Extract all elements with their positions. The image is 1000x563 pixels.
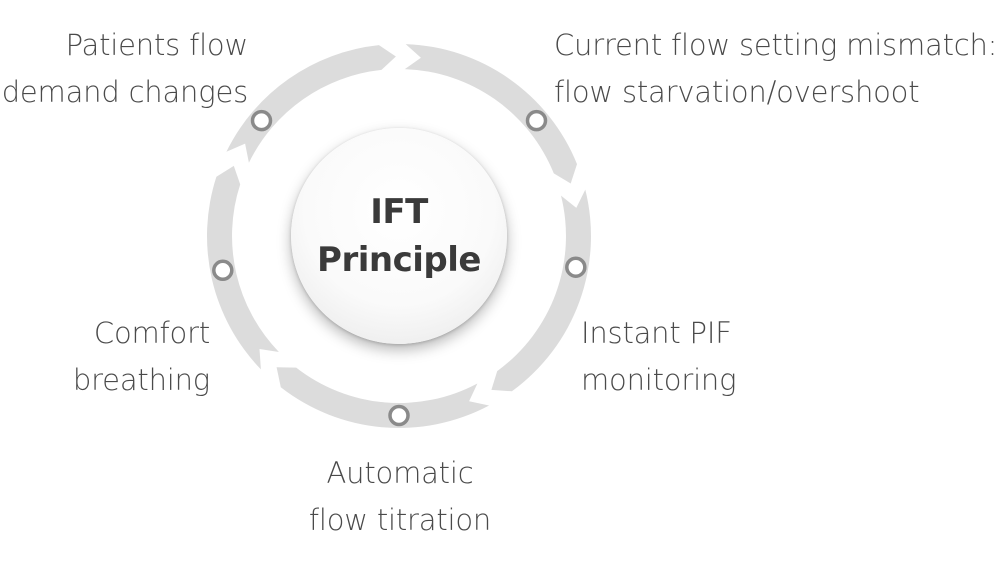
node-flow-mismatch	[525, 109, 548, 132]
step-label-line: flow starvation/overshoot	[554, 75, 920, 109]
node-demand-changes	[250, 109, 273, 132]
step-label-line: breathing	[72, 363, 210, 397]
step-label-line: Patients flow	[65, 28, 249, 62]
node-pif-monitoring	[565, 256, 587, 278]
step-label-flow-mismatch: Current flow setting mismatch: flow star…	[554, 22, 997, 116]
step-label-pif-monitoring: Instant PIF monitoring	[581, 310, 737, 404]
step-label-line: Automatic	[326, 456, 474, 490]
arrow-segment-4	[207, 165, 279, 370]
center-circle: IFT Principle	[291, 128, 507, 344]
step-label-comfort-breathing: Comfort breathing	[30, 310, 210, 404]
step-label-demand-changes: Patients flow demand changes	[0, 22, 249, 116]
step-label-line: Instant PIF	[581, 316, 732, 350]
step-label-line: demand changes	[1, 75, 249, 109]
cycle-nodes	[212, 109, 587, 427]
arrow-segment-5	[226, 45, 396, 163]
node-comfort-breathing	[212, 259, 234, 282]
step-label-flow-titration: Automatic flow titration	[290, 450, 510, 544]
step-label-line: monitoring	[581, 363, 737, 397]
arrow-segment-2	[491, 189, 591, 392]
step-label-line: Comfort	[93, 316, 210, 350]
step-label-line: Current flow setting mismatch:	[554, 28, 998, 62]
node-flow-titration	[388, 404, 410, 427]
center-title-line-2: Principle	[317, 240, 481, 280]
arrow-segment-3	[276, 367, 490, 428]
center-title-line-1: IFT	[370, 192, 428, 232]
step-label-line: flow titration	[308, 503, 492, 537]
